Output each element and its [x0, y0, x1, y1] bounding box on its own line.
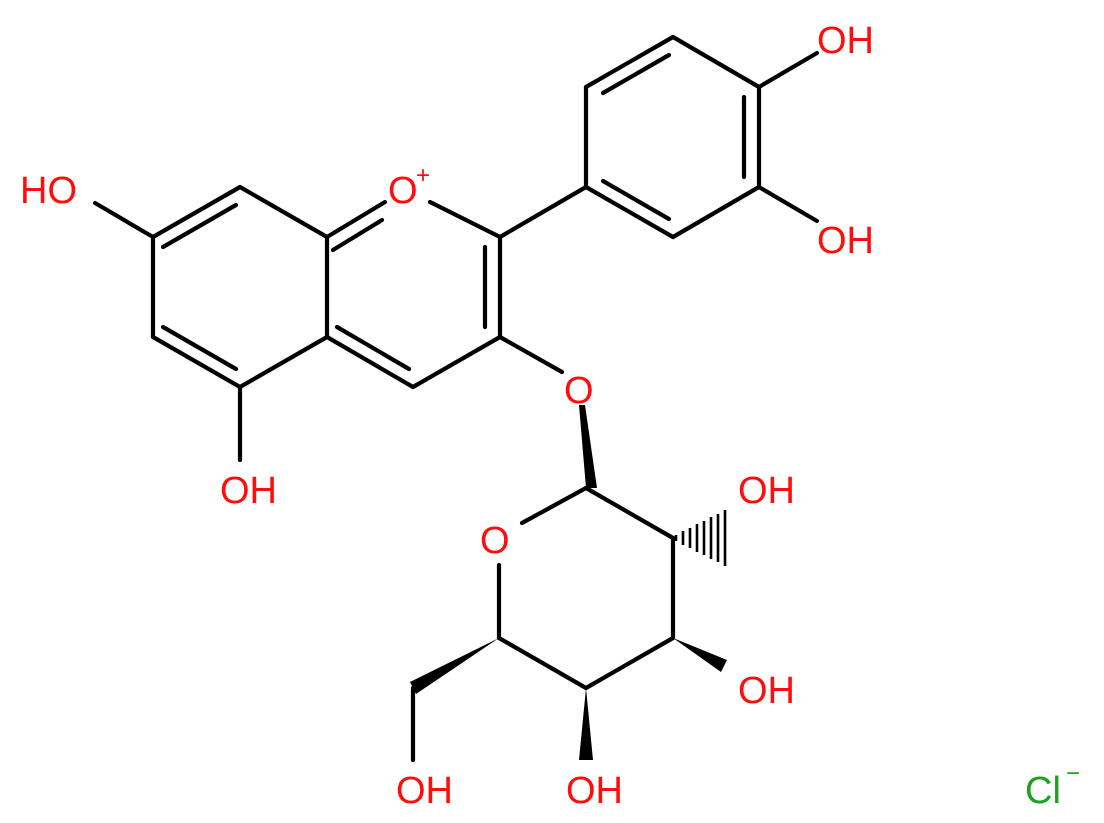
- bond-c5-c6-inner: [160, 324, 239, 372]
- wedge-bond-c4-oh: [579, 688, 593, 760]
- atom-label-o-ring: O: [388, 170, 418, 212]
- bond-group-sugar: [410, 405, 727, 763]
- atom-label-chloride: Cl: [1025, 770, 1061, 812]
- atom-labels: OH OH HO O + O OH OH O OH OH OH Cl −: [20, 20, 1080, 812]
- bond-c4-c4a-inner: [334, 324, 412, 372]
- bond-c1prime-c2prime-inner: [600, 178, 672, 222]
- bond-c1-ringo: [519, 485, 589, 526]
- atom-label-oh-sugar-3: OH: [566, 770, 623, 812]
- bond-group-chromenylium: [92, 184, 565, 463]
- atom-label-oh-sugar-2: OH: [738, 470, 795, 512]
- wedge-bond-c5-c6: [410, 638, 499, 694]
- bond-c2-c1: [583, 485, 676, 541]
- bond-c3-c4: [410, 334, 503, 390]
- bond-c5-c6: [150, 334, 243, 390]
- atom-label-ho-7: HO: [20, 170, 77, 212]
- bond-c2-c1prime: [497, 184, 589, 240]
- bond-c4a-c5: [237, 334, 330, 390]
- bond-c8-c8a: [237, 184, 330, 240]
- bond-c4prime-c5prime: [670, 34, 762, 90]
- bond-o1-c2: [427, 199, 503, 240]
- atom-label-oh-5: OH: [220, 470, 277, 512]
- bond-c8a-o1: [324, 199, 388, 240]
- charge-label-o-ring: +: [416, 162, 430, 189]
- atom-label-oh-4prime: OH: [817, 20, 874, 62]
- bond-c8a-o1-inner: [330, 217, 385, 253]
- atom-label-o-sugar-ring: O: [480, 520, 510, 562]
- atom-label-oh-3prime: OH: [817, 220, 874, 262]
- wedge-bond-o-c1sugar: [579, 405, 597, 488]
- bond-group-catechol: [497, 34, 820, 240]
- bond-c3prime-oh: [756, 184, 820, 224]
- bond-c7-c8-inner: [160, 202, 239, 250]
- bond-c1prime-c2prime: [583, 184, 676, 240]
- atom-label-oh-sugar-4: OH: [738, 670, 795, 712]
- hash-bond-c2-oh: [674, 510, 727, 566]
- bond-c5-c4: [496, 635, 589, 691]
- bond-c5prime-c6prime: [583, 34, 676, 90]
- bond-c7-oh: [92, 200, 156, 240]
- wedge-bond-c3-oh: [673, 638, 727, 672]
- bond-c4-c4a: [324, 334, 416, 390]
- charge-label-chloride: −: [1066, 760, 1080, 787]
- atom-label-oh-sugar-6: OH: [396, 770, 453, 812]
- bond-c7-c8: [150, 184, 243, 240]
- bond-c4prime-oh: [756, 50, 820, 90]
- atom-label-o-glycosidic: O: [564, 370, 594, 412]
- bond-c5prime-c6prime-inner: [600, 52, 672, 96]
- bond-c2prime-c3prime: [670, 184, 762, 240]
- bond-c3-o: [497, 334, 565, 375]
- bond-c4-c3: [583, 635, 676, 691]
